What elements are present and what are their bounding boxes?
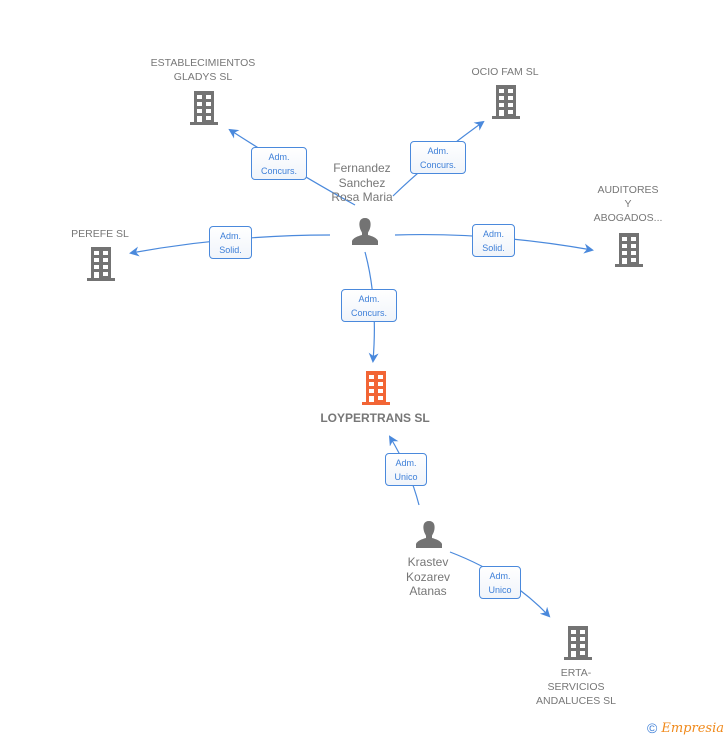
company-node-ociofam[interactable]: OCIO FAM SL bbox=[471, 65, 538, 79]
footer-brand: © Empresia bbox=[647, 720, 724, 736]
node-label-line: OCIO FAM SL bbox=[471, 66, 539, 78]
node-label-line: Rosa Maria bbox=[331, 190, 393, 204]
building-icon[interactable] bbox=[614, 233, 644, 267]
focus-building-icon[interactable] bbox=[361, 371, 391, 405]
building-icon[interactable] bbox=[189, 91, 219, 125]
building-icon[interactable] bbox=[563, 626, 593, 660]
brand-logo[interactable]: Empresia bbox=[661, 720, 724, 736]
node-label-line: GLADYS SL bbox=[173, 71, 233, 83]
building-icon[interactable] bbox=[86, 247, 116, 281]
edge-label-role: Adm.Solid. bbox=[472, 224, 515, 257]
node-label-line: Kozarev bbox=[405, 569, 451, 584]
copyright-icon: © bbox=[647, 720, 658, 736]
building-icon[interactable] bbox=[491, 85, 521, 119]
company-node-loypertrans[interactable]: LOYPERTRANS SL bbox=[320, 411, 429, 425]
edge-label-role: Adm.Concurs. bbox=[341, 289, 397, 322]
person-icon[interactable] bbox=[350, 216, 380, 246]
company-node-erta[interactable]: ERTA- SERVICIOS ANDALUCES SL bbox=[536, 666, 616, 708]
company-node-auditores[interactable]: AUDITORES Y ABOGADOS... bbox=[594, 183, 663, 225]
node-label-line: AUDITORES bbox=[597, 184, 659, 196]
node-label-line: PEREFE SL bbox=[71, 228, 129, 240]
node-label-line: SERVICIOS bbox=[547, 681, 605, 693]
node-label-line: Y bbox=[624, 198, 632, 210]
person-node-fernandez[interactable]: Fernandez Sanchez Rosa Maria bbox=[331, 161, 392, 205]
node-label-line: ESTABLECIMIENTOS bbox=[150, 57, 256, 69]
node-label-line: ERTA- bbox=[560, 667, 592, 679]
node-label-line: Atanas bbox=[409, 584, 447, 598]
company-node-perefe[interactable]: PEREFE SL bbox=[71, 227, 129, 241]
person-icon[interactable] bbox=[414, 519, 444, 549]
edge-label-role: Adm.Unico bbox=[479, 566, 521, 599]
node-label-line: Krastev bbox=[407, 555, 449, 569]
edge-label-role: Adm.Unico bbox=[385, 453, 427, 486]
node-label-line: ABOGADOS... bbox=[593, 212, 663, 224]
node-label-line: LOYPERTRANS SL bbox=[320, 411, 430, 425]
edge-label-role: Adm.Concurs. bbox=[410, 141, 466, 174]
node-label-line: Fernandez bbox=[333, 161, 391, 175]
node-label-line: Sanchez bbox=[338, 175, 386, 190]
edge-label-role: Adm.Solid. bbox=[209, 226, 252, 259]
company-node-establecimientos[interactable]: ESTABLECIMIENTOS GLADYS SL bbox=[151, 56, 256, 84]
person-node-krastev[interactable]: Krastev Kozarev Atanas bbox=[406, 555, 450, 599]
node-label-line: ANDALUCES SL bbox=[536, 695, 616, 707]
edge-label-role: Adm.Concurs. bbox=[251, 147, 307, 180]
